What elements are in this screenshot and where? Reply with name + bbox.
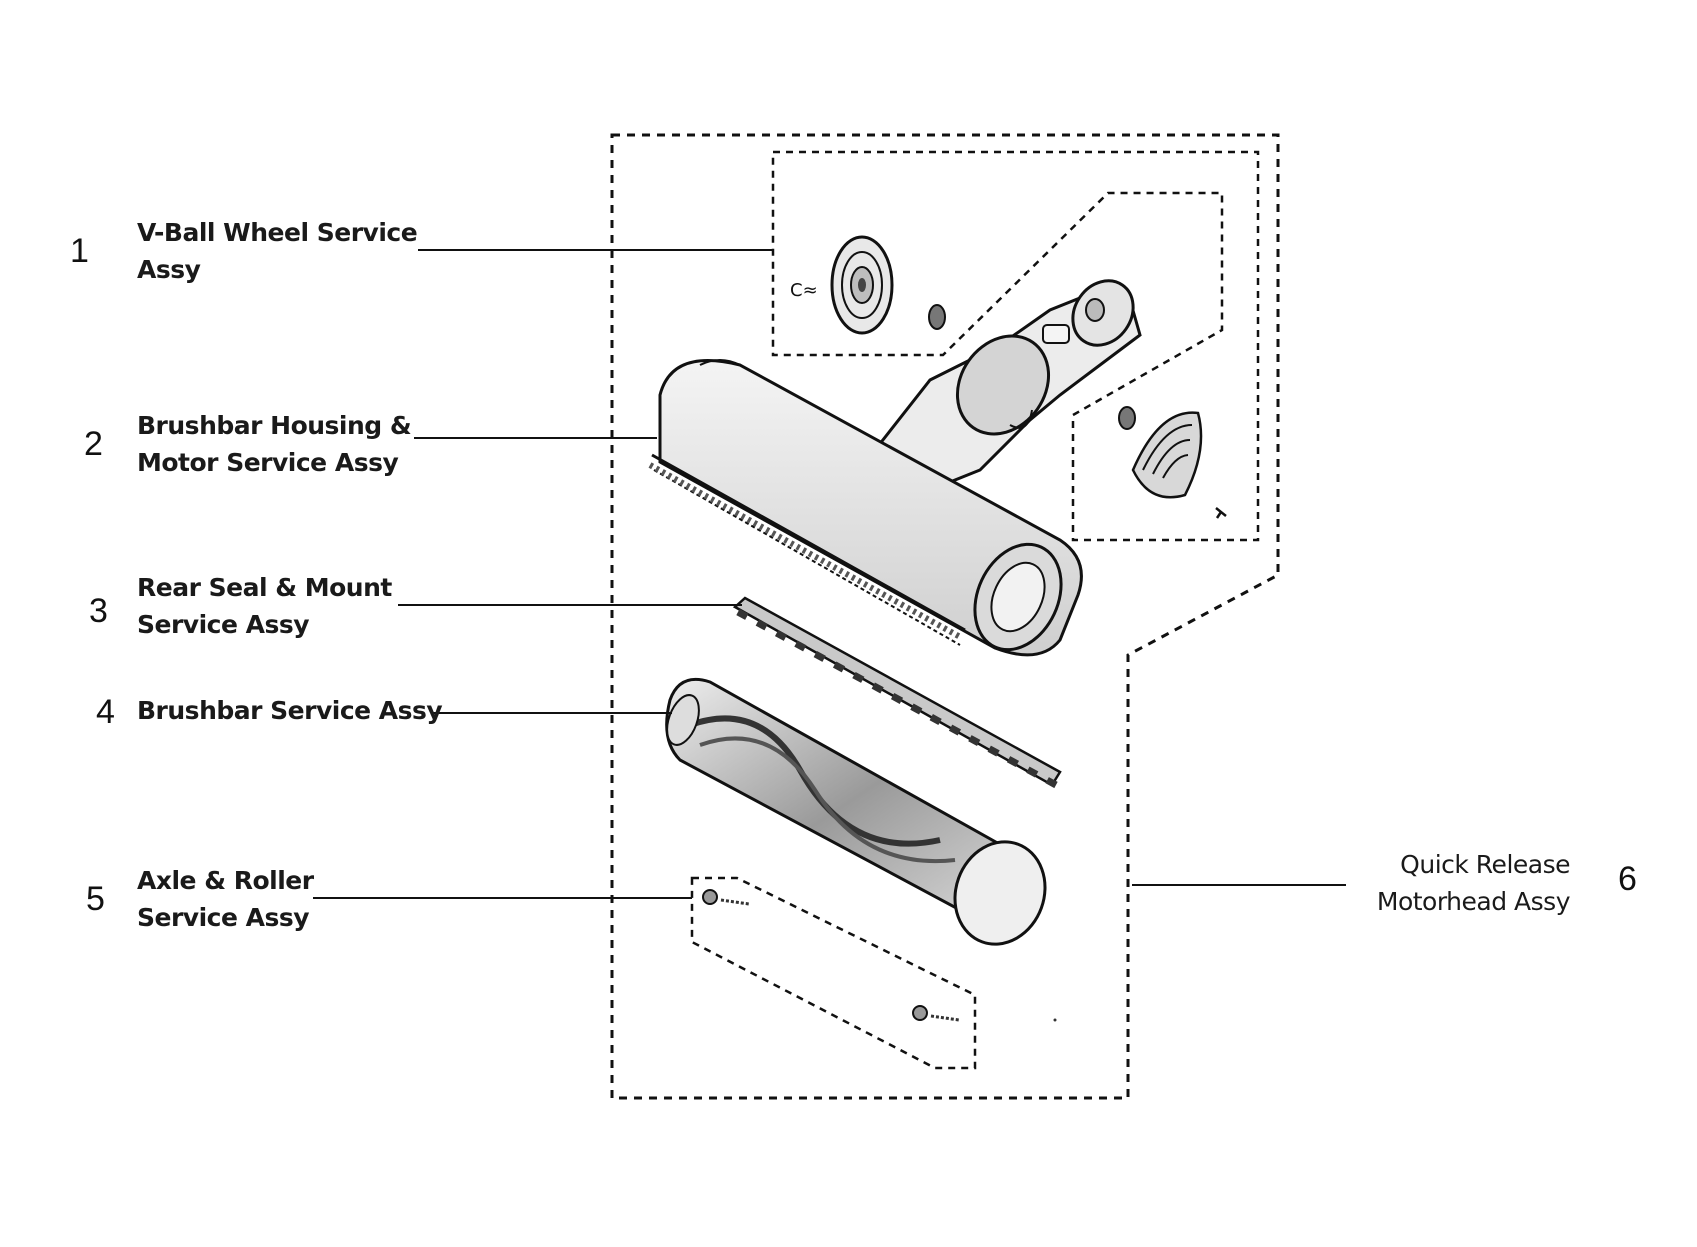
leader-lines <box>313 249 1346 899</box>
part-label-6-line2: Motorhead Assy <box>1376 887 1571 916</box>
motorhead-assy-boundary <box>610 133 1280 1100</box>
axle-roller-assy <box>690 876 1057 1070</box>
wheel-left-group: C≈ <box>790 235 946 335</box>
part-label-4-line1: Brushbar Service Assy <box>137 696 443 725</box>
brushbar-housing <box>648 358 1083 657</box>
part-label-5-line1: Axle & Roller <box>137 866 314 895</box>
part-label-2-line1: Brushbar Housing & <box>137 411 412 440</box>
part-label-1: V-Ball Wheel Service Assy <box>137 214 418 288</box>
part-number-3: 3 <box>89 592 108 630</box>
motorhead-neck <box>872 279 1142 492</box>
part-label-1-line1: V-Ball Wheel Service <box>137 218 418 247</box>
part-label-2: Brushbar Housing & Motor Service Assy <box>137 407 412 481</box>
part-label-3-line2: Service Assy <box>137 610 310 639</box>
wheel-assy-boundary <box>771 150 1260 542</box>
brushbar <box>665 677 1047 946</box>
part-label-6-line1: Quick Release <box>1400 850 1570 879</box>
part-label-5: Axle & Roller Service Assy <box>137 862 314 936</box>
part-label-3-line1: Rear Seal & Mount <box>137 573 392 602</box>
part-number-4: 4 <box>96 693 115 731</box>
part-label-1-line2: Assy <box>137 255 201 284</box>
part-number-6: 6 <box>1618 860 1637 898</box>
rear-seal-mount <box>732 596 1062 789</box>
part-number-2: 2 <box>84 425 103 463</box>
part-label-3: Rear Seal & Mount Service Assy <box>137 569 392 643</box>
part-number-5: 5 <box>86 880 105 918</box>
part-label-6: Quick Release Motorhead Assy <box>1330 846 1571 920</box>
svg-text:C≈: C≈ <box>790 280 818 301</box>
part-label-4: Brushbar Service Assy <box>137 692 443 729</box>
part-label-5-line2: Service Assy <box>137 903 310 932</box>
part-number-1: 1 <box>70 232 89 270</box>
part-label-2-line2: Motor Service Assy <box>137 448 399 477</box>
wheel-right-group <box>1118 406 1227 519</box>
